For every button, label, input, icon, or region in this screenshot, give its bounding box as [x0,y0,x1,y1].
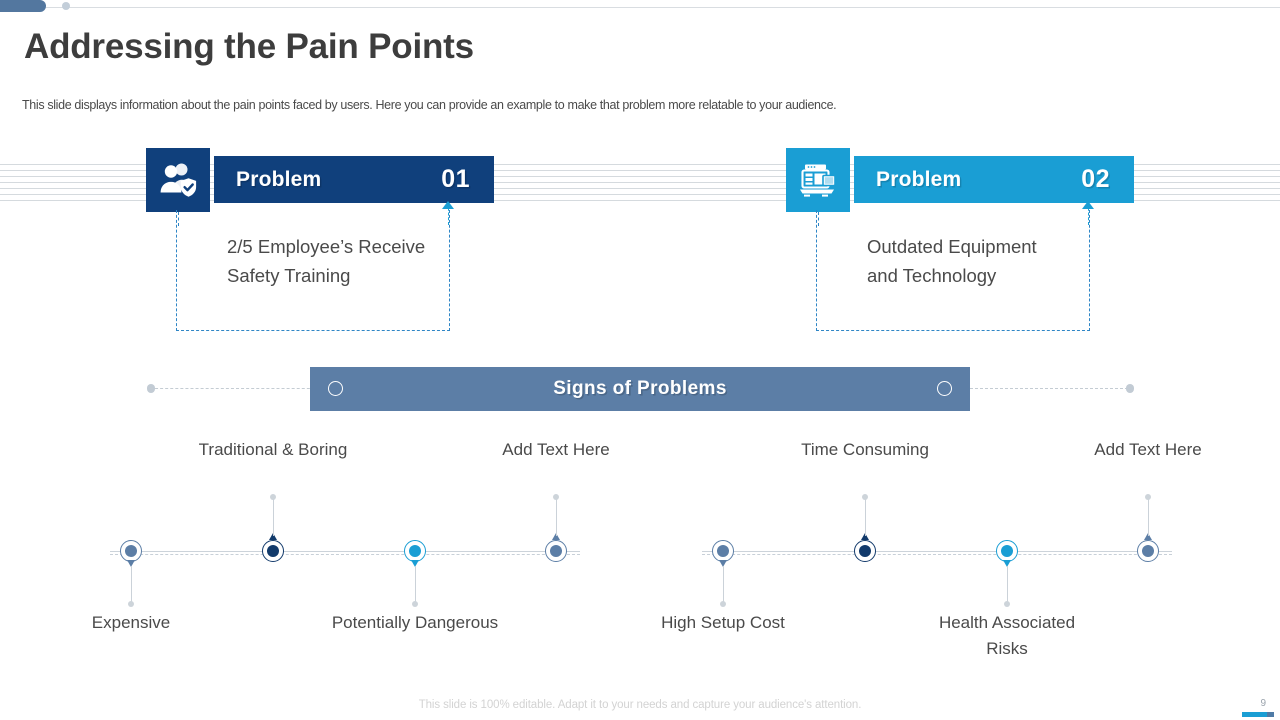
problem-01-icon-tick [178,212,180,226]
timeline-stem-end [270,494,276,500]
timeline-pin-icon [1003,560,1011,567]
problem-02-icon-tick [818,212,820,226]
timeline-stem [130,566,132,604]
problem-01-connector-arrow [442,201,454,209]
signs-of-problems-banner[interactable]: Signs of Problems [310,367,970,411]
problem-02-connector [1088,203,1090,225]
background-stripes [0,164,1280,206]
timeline-pin-icon [269,533,277,540]
top-divider-line [0,7,1280,8]
page-number: 9 [1260,698,1266,709]
timeline-pin-icon [1144,533,1152,540]
left-timeline-axis-dashed [110,554,580,555]
timeline-stem [272,498,274,536]
problem-02-number: 02 [1081,165,1110,193]
timeline-pin-icon [861,533,869,540]
timeline-stem-end [553,494,559,500]
left-timeline-label-4: Add Text Here [502,439,610,459]
timeline-pin-icon [411,560,419,567]
timeline-stem-end [1145,494,1151,500]
timeline-dot-icon [545,540,567,562]
footer-note: This slide is 100% editable. Adapt it to… [418,699,862,711]
left-timeline: Expensive Traditional & Boring Potential… [92,440,610,660]
timeline-stem [722,566,724,604]
page-title: Addressing the Pain Points [24,27,474,66]
page-subtitle: This slide displays information about th… [22,98,837,112]
top-accent-dot [62,2,70,10]
problem-01-header[interactable]: Problem 01 [214,156,494,203]
right-timeline-label-3: Health Associated Risks [938,613,1076,658]
timeline-pin-icon [719,560,727,567]
timeline-dot-icon [712,540,734,562]
timeline-dot-icon [996,540,1018,562]
left-timeline-axis [110,551,580,552]
timeline-stem [555,498,557,536]
timeline-dot-icon [404,540,426,562]
page-number-accent-bar [1242,712,1274,717]
right-timeline-axis [702,551,1172,552]
banner-dashed-line-left [150,388,325,389]
right-timeline-label-2: Time Consuming [801,439,929,459]
problem-01-number: 01 [441,165,470,193]
left-timeline-label-3: Potentially Dangerous [331,613,499,632]
timeline-stem-end [412,601,418,607]
top-left-accent-tab [0,0,46,12]
timeline-stem-end [720,601,726,607]
timeline-dot-icon [262,540,284,562]
timeline-stem-end [1004,601,1010,607]
left-timeline-label-2: Traditional & Boring [198,439,348,459]
timeline-stem [414,566,416,604]
banner-ring-left-icon [328,381,343,396]
timeline-stem [864,498,866,536]
banner-endcap-right [1126,384,1134,393]
problem-01-body: 2/5 Employee’s Receive Safety Training [176,210,450,331]
left-timeline-label-1: Expensive [91,613,171,632]
timeline-pin-icon [552,533,560,540]
problem-02-connector-arrow [1082,201,1094,209]
banner-ring-right-icon [937,381,952,396]
right-timeline-label-1: High Setup Cost [661,613,785,632]
timeline-stem-end [128,601,134,607]
problem-02-header[interactable]: Problem 02 [854,156,1134,203]
timeline-stem-end [862,494,868,500]
right-timeline: High Setup Cost Time Consuming Health As… [661,440,1202,660]
problem-01-connector [448,203,450,225]
problem-01-label: Problem [236,167,322,191]
problem-02-body: Outdated Equipment and Technology [816,210,1090,331]
timeline-stem [1006,566,1008,604]
timeline-stem [1147,498,1149,536]
laptop-screens-icon [786,148,850,212]
banner-dashed-line-right [955,388,1133,389]
timeline-dot-icon [120,540,142,562]
right-timeline-axis-dashed [702,554,1172,555]
people-shield-icon [146,148,210,212]
right-timeline-label-4: Add Text Here [1094,439,1202,459]
problem-02-label: Problem [876,167,962,191]
signs-of-problems-label: Signs of Problems [553,378,727,399]
timeline-dot-icon [854,540,876,562]
timeline-pin-icon [127,560,135,567]
timeline-dot-icon [1137,540,1159,562]
